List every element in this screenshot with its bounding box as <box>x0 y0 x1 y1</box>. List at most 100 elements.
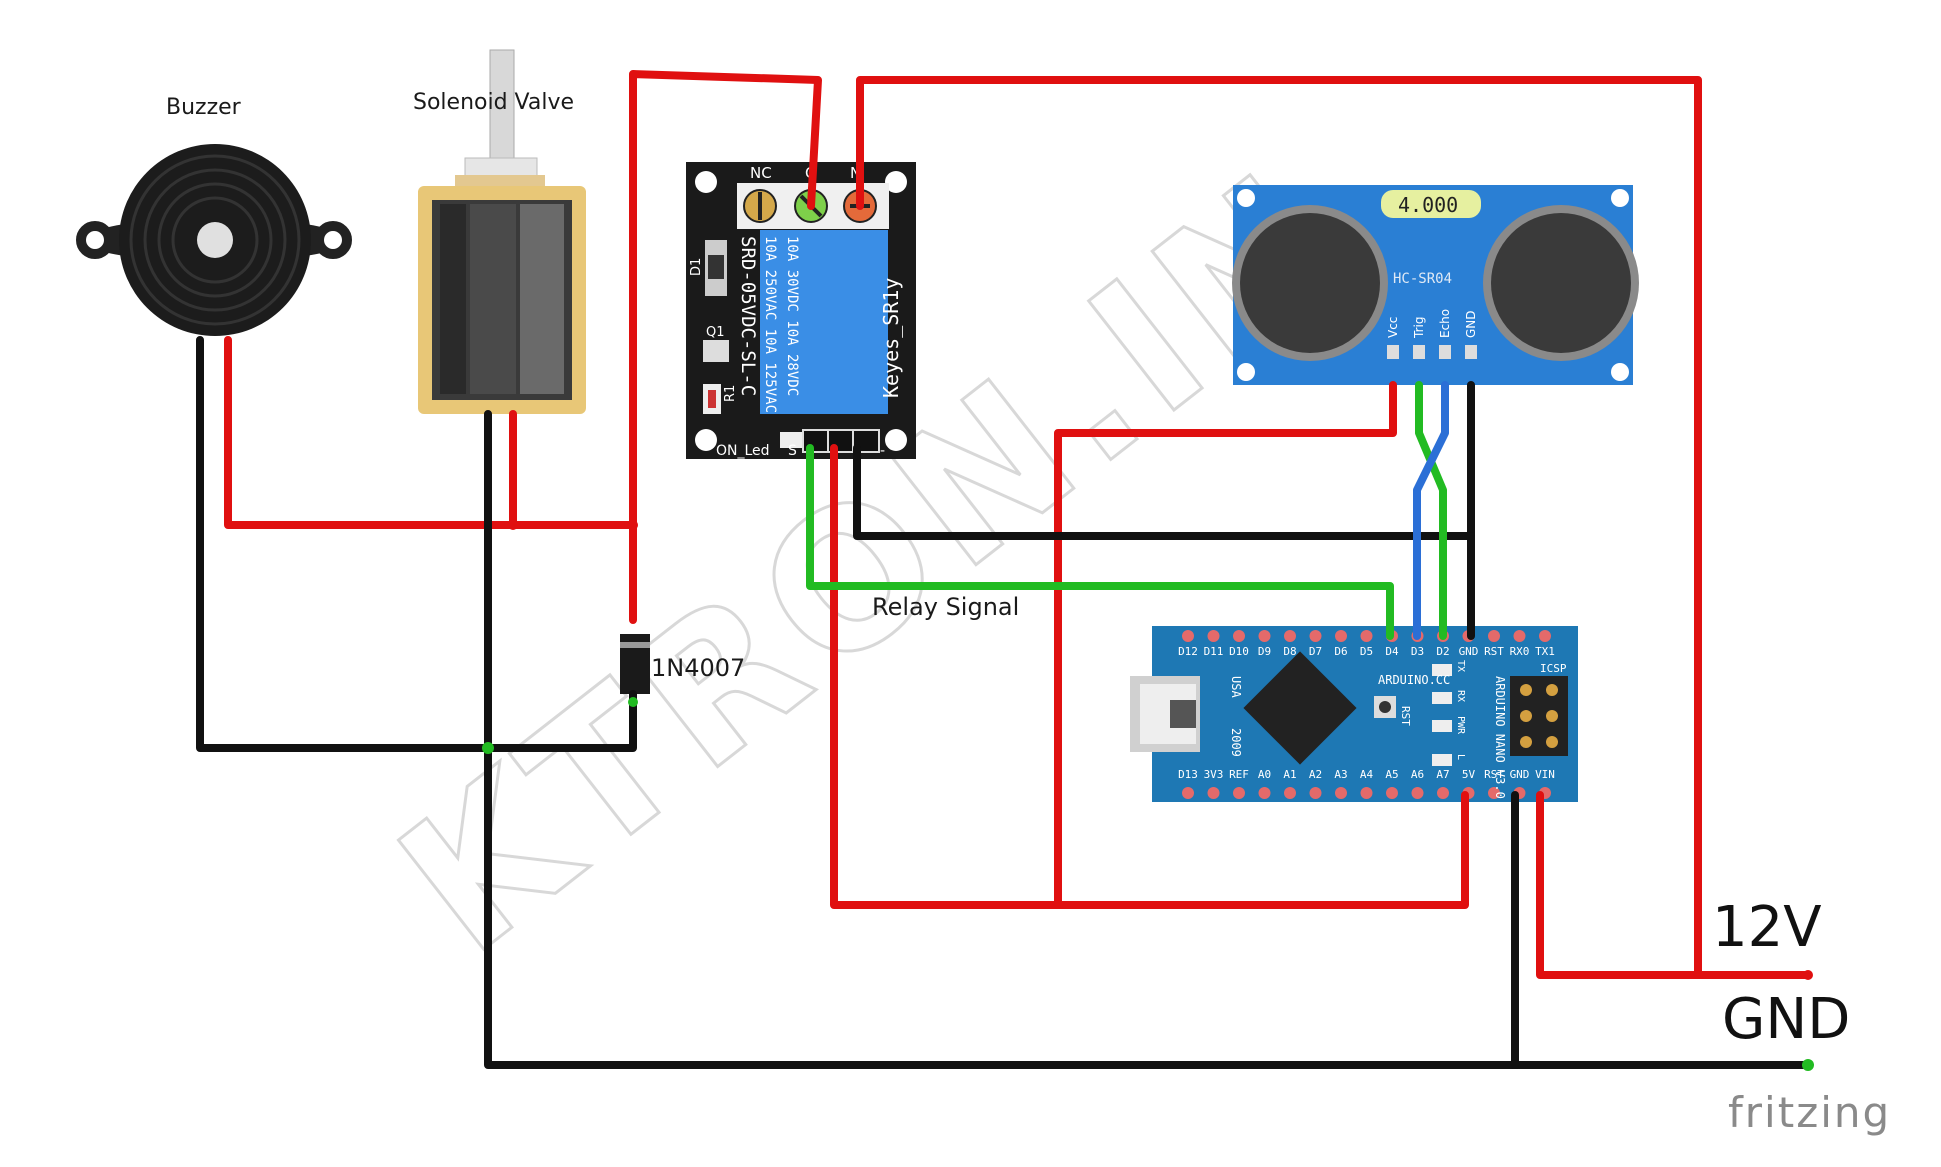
relay-terminal-n: N <box>850 164 861 182</box>
ultrasonic-sensor <box>1232 185 1639 385</box>
power-gnd-label: GND <box>1722 987 1851 1052</box>
wire-relay-minus-sensor-gnd <box>853 381 1475 540</box>
arduino-year-text: 2009 <box>1229 728 1243 757</box>
arduino-bottom-pin-pad <box>1284 787 1296 799</box>
wire-nano-vin-12v <box>1536 791 1702 979</box>
arduino-bottom-pin-label: A3 <box>1334 768 1347 781</box>
sensor-pin-trig: Trig <box>1412 317 1426 339</box>
arduino-bottom-pin-pad <box>1335 787 1347 799</box>
buzzer-label: Buzzer <box>166 95 241 120</box>
arduino-bottom-pin-pad <box>1437 787 1449 799</box>
arduino-top-pin-label: GND <box>1459 645 1479 658</box>
relay-d1-text: D1 <box>689 258 704 276</box>
arduino-bottom-pin-pad <box>1233 787 1245 799</box>
arduino-brand-text: ARDUINO.CC <box>1378 673 1450 687</box>
arduino-bottom-pin-label: D13 <box>1178 768 1198 781</box>
relay-name-text: Keyes_SR1y <box>879 278 903 398</box>
arduino-top-pin-pad <box>1182 630 1194 642</box>
arduino-led-pwr: PWR <box>1455 716 1466 735</box>
wire-relay-no-12v <box>856 76 1812 979</box>
arduino-usa-text: USA <box>1229 676 1243 698</box>
arduino-top-pin-label: RX0 <box>1510 645 1530 658</box>
arduino-bottom-pin-pad <box>1386 787 1398 799</box>
relay-rating2-text: 10A 30VDC 10A 28VDC <box>784 236 800 396</box>
arduino-bottom-pin-pad <box>1258 787 1271 799</box>
arduino-top-pin-label: D5 <box>1360 645 1373 658</box>
solenoid-valve <box>418 49 586 414</box>
wires <box>196 70 1814 1071</box>
sensor-pin-gnd: GND <box>1464 310 1478 338</box>
arduino-bottom-pin-label: A7 <box>1436 768 1449 781</box>
diode-1n4007 <box>620 634 650 694</box>
relay-signal-label: Relay Signal <box>872 593 1020 621</box>
diode-label: 1N4007 <box>651 654 746 682</box>
sensor-pin-echo: Echo <box>1438 309 1452 338</box>
arduino-bottom-pin-label: VIN <box>1535 768 1555 781</box>
arduino-bottom-pin-label: A6 <box>1411 768 1424 781</box>
wire-buzzer-red <box>224 336 637 529</box>
arduino-model-text: ARDUINO NANO V3.0 <box>1493 676 1507 799</box>
relay-on-led-text: ON_Led <box>716 443 770 459</box>
wire-5v-sensor-vcc <box>1054 381 1397 909</box>
arduino-bottom-pin-pad <box>1182 787 1194 799</box>
arduino-bottom-pin-pad <box>1411 787 1424 799</box>
relay-pin-s-text: S <box>788 443 797 459</box>
sensor-name-text: HC-SR04 <box>1393 271 1452 287</box>
arduino-top-pin-label: D4 <box>1385 645 1399 658</box>
arduino-rst-text: RST <box>1399 706 1412 726</box>
arduino-top-pin-label: D11 <box>1204 645 1224 658</box>
arduino-bottom-pin-label: A1 <box>1283 768 1296 781</box>
wire-relay-c-to-diode <box>629 70 822 624</box>
arduino-bottom-pin-label: REF <box>1229 768 1249 781</box>
arduino-nano <box>1130 626 1578 802</box>
relay-pin-minus-text: - <box>880 443 885 459</box>
arduino-led-tx: TX <box>1455 660 1466 672</box>
wire-buzzer-black <box>196 336 637 752</box>
relay-r1-text: R1 <box>723 385 738 402</box>
arduino-bottom-pin-label: A4 <box>1360 768 1374 781</box>
fritzing-logo: fritzing <box>1728 1088 1892 1137</box>
arduino-bottom-pin-pad <box>1360 787 1373 799</box>
buzzer <box>76 144 352 336</box>
arduino-top-pin-pad <box>1513 630 1526 642</box>
arduino-top-pin-label: RST <box>1484 645 1504 658</box>
arduino-bottom-pin-label: 3V3 <box>1204 768 1224 781</box>
arduino-top-pin-label: D2 <box>1436 645 1449 658</box>
relay-terminal-nc: NC <box>750 164 772 182</box>
arduino-top-pin-label: D10 <box>1229 645 1249 658</box>
wire-trig-d3 <box>1413 381 1449 640</box>
arduino-top-pin-label: D8 <box>1283 645 1296 658</box>
wire-solenoid-black-gnd <box>484 410 1812 1069</box>
arduino-bottom-pin-pad <box>1207 787 1220 799</box>
arduino-bottom-pin-pad <box>1488 787 1500 799</box>
arduino-bottom-pin-pad <box>1309 787 1322 799</box>
arduino-led-rx: RX <box>1455 690 1466 702</box>
arduino-top-pin-label: D12 <box>1178 645 1198 658</box>
arduino-bottom-pin-label: A5 <box>1385 768 1398 781</box>
arduino-icsp-text: ICSP <box>1540 662 1567 675</box>
arduino-top-pin-pad <box>1360 630 1373 642</box>
solenoid-label: Solenoid Valve <box>413 90 575 115</box>
arduino-top-pin-pad <box>1309 630 1322 642</box>
arduino-top-pin-label: TX1 <box>1535 645 1555 658</box>
arduino-top-pin-pad <box>1488 630 1500 642</box>
relay-module <box>686 162 916 459</box>
arduino-bottom-pin-label: RST <box>1484 768 1504 781</box>
arduino-top-pin-label: D6 <box>1334 645 1347 658</box>
wire-relay-plus-5v <box>830 444 1469 909</box>
relay-model-text: SRD-05VDC-SL-C <box>737 236 759 396</box>
relay-q1-text: Q1 <box>706 325 725 340</box>
arduino-bottom-pin-label: 5V <box>1462 768 1476 781</box>
sensor-display-text: 4.000 <box>1398 193 1458 217</box>
arduino-top-pin-pad <box>1335 630 1347 642</box>
arduino-top-pin-label: D3 <box>1411 645 1424 658</box>
arduino-top-pin-pad <box>1539 630 1551 642</box>
power-12v-label: 12V <box>1712 895 1822 960</box>
arduino-led-l: L <box>1455 754 1466 760</box>
relay-rating1-text: 10A 250VAC 10A 125VAC <box>762 236 778 413</box>
arduino-bottom-pin-label: A0 <box>1258 768 1271 781</box>
wire-relay-signal <box>806 444 1394 640</box>
